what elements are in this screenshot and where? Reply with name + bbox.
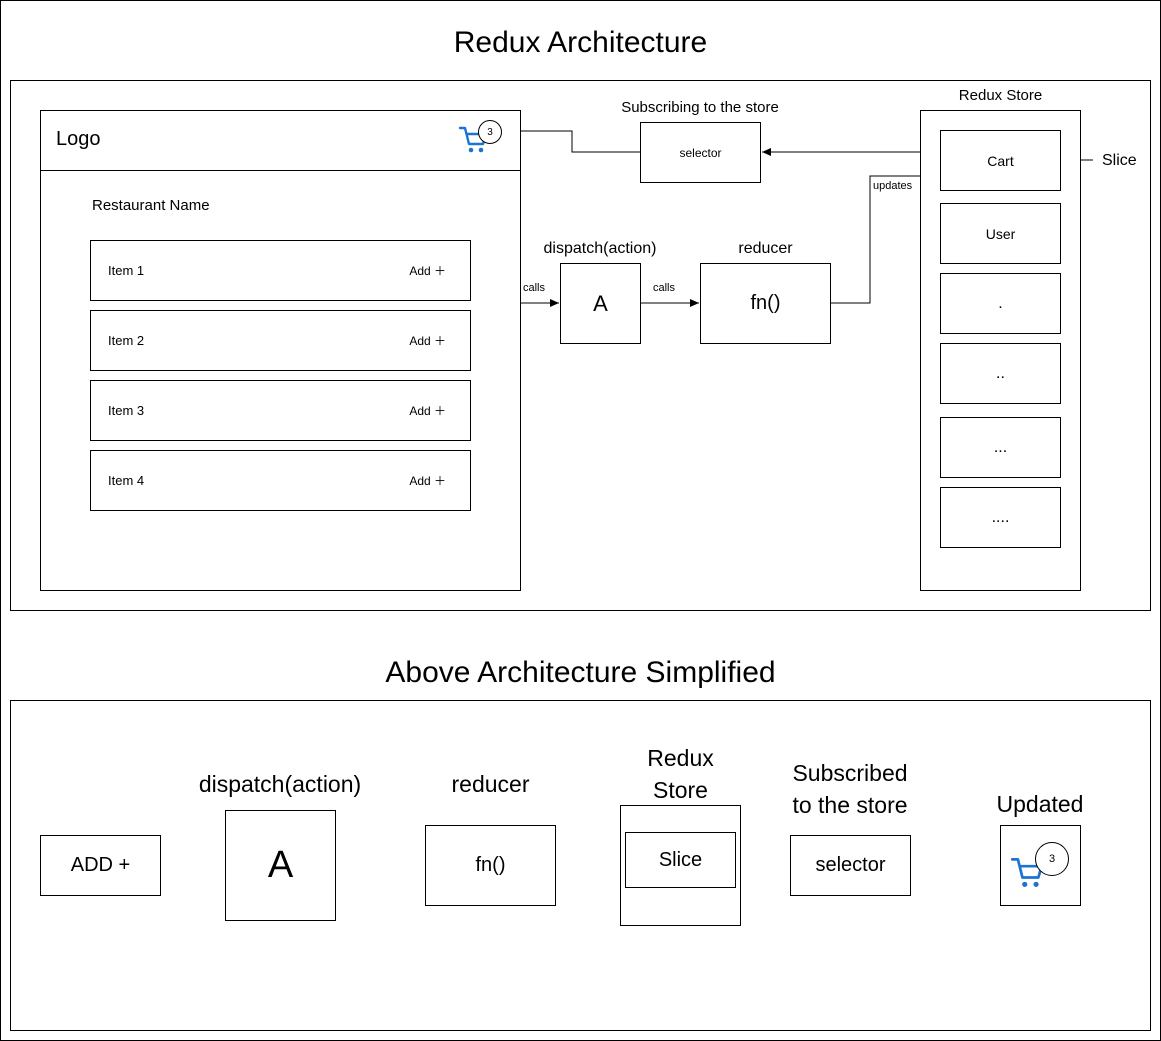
simplified-title: Above Architecture Simplified	[385, 656, 776, 689]
subscribing-label: Subscribing to the store	[621, 99, 779, 116]
restaurant-name: Restaurant Name	[92, 197, 210, 214]
cart-count-badge: 3	[478, 120, 502, 144]
store-slice-cart: Cart	[940, 130, 1061, 191]
updates-label: updates	[873, 180, 913, 192]
store-slice-user: User	[940, 203, 1061, 264]
store-slice-6: ....	[940, 487, 1061, 548]
app-header	[40, 110, 521, 171]
add-button[interactable]: Add ＋	[409, 404, 446, 418]
add-button[interactable]: Add ＋	[409, 264, 446, 278]
slice-label: Slice	[1102, 152, 1137, 169]
header-cart[interactable]: 3	[458, 118, 508, 158]
store-slice-4: ..	[940, 343, 1061, 404]
menu-item-4: Item 4 Add ＋	[90, 450, 471, 511]
action-box: A	[560, 263, 641, 344]
action-box-simplified: A	[225, 810, 336, 921]
page-title: Redux Architecture	[453, 26, 708, 59]
menu-item-label: Item 4	[108, 473, 145, 488]
menu-item-label: Item 1	[108, 263, 145, 278]
slice-box-simplified: Slice	[625, 832, 736, 888]
menu-item-2: Item 2 Add ＋	[90, 310, 471, 371]
redux-store-title: Redux Store	[958, 87, 1043, 104]
reducer-label: reducer	[738, 240, 793, 257]
reducer-box-simplified: fn()	[425, 825, 556, 906]
calls-label-1: calls	[523, 282, 546, 294]
cart-count-badge: 3	[1035, 842, 1069, 876]
logo: Logo	[56, 128, 101, 150]
subscribed-label-line1: Subscribed	[792, 760, 908, 786]
selector-box: selector	[640, 122, 761, 183]
updated-label: Updated	[996, 791, 1084, 817]
dispatch-label-simplified: dispatch(action)	[198, 771, 362, 797]
store-label-line1: Redux	[647, 745, 714, 771]
updated-cart-box: 3	[1000, 825, 1081, 906]
add-button[interactable]: Add ＋	[409, 474, 446, 488]
menu-item-label: Item 3	[108, 403, 145, 418]
menu-item-3: Item 3 Add ＋	[90, 380, 471, 441]
store-slice-5: ...	[940, 417, 1061, 478]
dispatch-label: dispatch(action)	[543, 240, 657, 257]
store-slice-3: .	[940, 273, 1061, 334]
add-button-simplified: ADD +	[40, 835, 161, 896]
calls-label-2: calls	[653, 282, 676, 294]
menu-item-label: Item 2	[108, 333, 145, 348]
store-label-line2: Store	[653, 777, 708, 803]
simplified-frame	[10, 700, 1151, 1031]
reducer-box: fn()	[700, 263, 831, 344]
add-button[interactable]: Add ＋	[409, 334, 446, 348]
reducer-label-simplified: reducer	[451, 771, 530, 797]
selector-box-simplified: selector	[790, 835, 911, 896]
subscribed-label-line2: to the store	[792, 792, 908, 818]
menu-item-1: Item 1 Add ＋	[90, 240, 471, 301]
